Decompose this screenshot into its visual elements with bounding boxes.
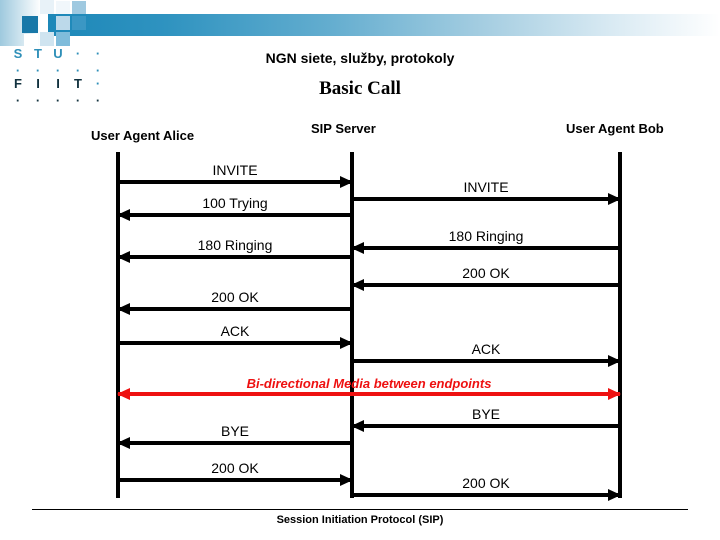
slide-subtitle: Basic Call [319, 78, 401, 99]
message-arrow [117, 303, 352, 315]
logo-dot-7: · [95, 63, 101, 78]
logo-row-dots-2: · · · · · [8, 94, 112, 107]
arrowhead-left-icon [117, 388, 130, 400]
arrowhead-right-icon [340, 176, 353, 188]
logo-letter-s: S [13, 46, 23, 61]
logo-dot-11: · [55, 93, 61, 108]
footer-label: Session Initiation Protocol (SIP) [276, 514, 444, 526]
logo-dot-10: · [35, 93, 41, 108]
logo-letter-t2: T [74, 76, 82, 91]
arrowhead-left-icon [117, 209, 130, 221]
lifeline-label-bob: User Agent Bob [566, 121, 664, 136]
message-arrow [118, 176, 353, 188]
message-arrow [117, 388, 621, 400]
decor-square-blue [72, 16, 86, 30]
message-label: 200 OK [462, 475, 510, 491]
arrowhead-right-icon [340, 474, 353, 486]
logo-dot-8: · [95, 76, 101, 91]
arrowhead-left-icon [351, 420, 364, 432]
message-arrow [118, 474, 353, 486]
message-label: INVITE [463, 179, 509, 195]
arrowhead-right-icon [608, 355, 621, 367]
message-arrow [351, 420, 620, 432]
message-arrow [118, 337, 353, 349]
message-label: Bi-directional Media between endpoints [246, 376, 492, 391]
message-arrow [351, 242, 620, 254]
logo-dot-4: · [35, 63, 41, 78]
logo-letter-t: T [34, 46, 42, 61]
logo-row-dots-1: · · · · · [8, 64, 112, 77]
message-label: 200 OK [211, 289, 259, 305]
decor-square-pale [40, 0, 54, 14]
logo-dot-3: · [15, 63, 21, 78]
lifeline-bob [618, 152, 622, 498]
decor-square-light [56, 16, 70, 30]
arrowhead-right-icon [608, 388, 621, 400]
decor-square-mid [72, 1, 86, 14]
logo-dot-1: · [75, 46, 81, 61]
decor-square-lower [40, 32, 54, 46]
decor-square-pale2 [56, 1, 70, 14]
decor-square-white [24, 34, 38, 46]
logo-dot-5: · [55, 63, 61, 78]
logo-row-fiit: F I I T · [8, 77, 112, 90]
message-label: INVITE [212, 162, 258, 178]
message-arrow [117, 251, 352, 263]
logo-letter-i2: I [56, 76, 60, 91]
logo-dot-2: · [95, 46, 101, 61]
arrowhead-left-icon [117, 437, 130, 449]
message-arrow [352, 355, 621, 367]
arrowhead-right-icon [608, 193, 621, 205]
logo-letter-u: U [53, 46, 63, 61]
message-arrow [117, 437, 352, 449]
decor-square-dark [22, 16, 38, 33]
lifeline-server [350, 152, 354, 498]
message-arrow [352, 489, 621, 501]
message-label: 200 OK [462, 265, 510, 281]
logo-letter-f: F [14, 76, 22, 91]
footer-divider [32, 509, 688, 510]
logo-dot-9: · [15, 93, 21, 108]
arrowhead-left-icon [117, 251, 130, 263]
message-label: ACK [471, 341, 501, 357]
arrowhead-right-icon [340, 337, 353, 349]
arrowhead-left-icon [351, 279, 364, 291]
stu-fiit-logo: S T U · · · · · · · F I I T · · · · · · [8, 47, 112, 109]
message-label: BYE [220, 423, 249, 439]
slide-title: NGN siete, služby, protokoly [265, 50, 455, 66]
logo-row-stu: S T U · · [8, 47, 112, 60]
decor-square-lower2 [56, 32, 70, 46]
logo-letter-i1: I [36, 76, 40, 91]
message-arrow [117, 209, 352, 221]
message-label: 180 Ringing [448, 228, 524, 244]
arrowhead-left-icon [351, 242, 364, 254]
logo-dot-12: · [75, 93, 81, 108]
message-arrow [351, 279, 620, 291]
message-label: 180 Ringing [197, 237, 273, 253]
message-label: BYE [471, 406, 500, 422]
lifeline-alice [116, 152, 120, 498]
message-label: 100 Trying [202, 195, 268, 211]
lifeline-label-alice: User Agent Alice [91, 128, 195, 143]
arrowhead-right-icon [608, 489, 621, 501]
lifeline-label-server: SIP Server [311, 121, 376, 136]
message-arrow [352, 193, 621, 205]
message-label: 200 OK [211, 460, 259, 476]
logo-dot-6: · [75, 63, 81, 78]
logo-dot-13: · [95, 93, 101, 108]
message-label: ACK [220, 323, 250, 339]
header-gradient-bar [45, 14, 720, 36]
arrowhead-left-icon [117, 303, 130, 315]
